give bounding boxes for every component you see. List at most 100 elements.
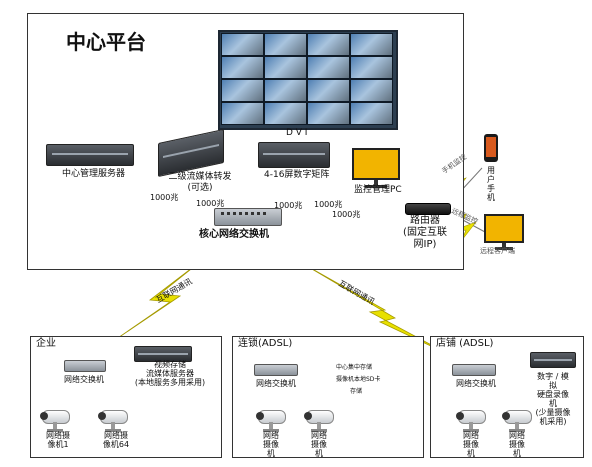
shop-camera-1-label-2: 摄像 — [463, 440, 479, 449]
enterprise-switch-label: 网络交换机 — [64, 375, 104, 384]
chain-storage-label-2: 摄像机本地SD卡 — [336, 376, 381, 383]
shop-camera-1-label-3: 机 — [467, 449, 475, 458]
center-platform-title: 中心平台 — [66, 30, 146, 54]
user-phone-label-4: 机 — [487, 193, 495, 202]
chain-box — [232, 336, 424, 458]
enterprise-camera-64-label-1: 网络摄 — [104, 431, 128, 440]
router-icon — [405, 203, 451, 215]
link-label-1: 1000兆 — [150, 193, 179, 202]
chain-storage-label-3: 存储 — [350, 388, 363, 395]
matrix-label: 4-16屏数字矩阵 — [264, 170, 330, 180]
core-switch-icon — [214, 208, 282, 226]
shop-switch-label: 网络交换机 — [456, 379, 496, 388]
wall-tile — [221, 33, 264, 56]
monitor-pc-neck — [373, 180, 379, 185]
enterprise-camera-64-label-2: 像机64 — [102, 440, 130, 449]
router-label: 路由器 (固定互联 网IP) — [392, 215, 458, 251]
chain-switch-label: 网络交换机 — [256, 379, 296, 388]
enterprise-camera-1-label: 网络摄 像机1 — [38, 431, 78, 449]
enterprise-camera-1-label-1: 网络摄 — [46, 431, 70, 440]
enterprise-storage-label-1: 视频存储 — [154, 360, 186, 369]
wall-tile — [350, 56, 393, 79]
enterprise-storage-label-3: (本地服务多用采用) — [134, 378, 206, 387]
enterprise-camera-1-label-2: 像机1 — [47, 440, 69, 449]
media-server-label: 二级流媒体转发 (可选) — [150, 172, 250, 194]
mgmt-server-icon — [46, 144, 134, 166]
user-phone-icon — [484, 134, 498, 162]
wall-tile — [350, 33, 393, 56]
shop-title: 店铺 (ADSL) — [436, 338, 494, 349]
user-phone-label-2: 户 — [487, 175, 495, 184]
chain-camera-2-label-2: 摄像 — [311, 440, 327, 449]
media-server-label-1: 二级流媒体转发 — [168, 172, 232, 182]
enterprise-storage-label: 视频存储 流媒体服务器 (本地服务多用采用) — [132, 360, 208, 387]
wall-tile — [221, 79, 264, 102]
wall-tile — [221, 56, 264, 79]
enterprise-switch-icon — [64, 360, 106, 372]
chain-storage-label: 中心集中存储 摄像机本地SD卡 存储 — [336, 362, 380, 398]
shop-switch-icon — [452, 364, 496, 376]
chain-camera-1-label: 网络 摄像 机 — [254, 431, 288, 458]
video-wall — [218, 30, 398, 130]
enterprise-title: 企业 — [36, 338, 56, 349]
wall-tile — [221, 102, 264, 125]
router-label-2: (固定互联 — [403, 227, 447, 238]
shop-dvr-label-1: 数字 / 模 — [537, 372, 569, 381]
media-server-label-2: (可选) — [187, 183, 213, 193]
wall-tile — [264, 79, 307, 102]
monitor-pc-foot — [365, 184, 387, 188]
enterprise-storage-label-2: 流媒体服务器 — [146, 369, 194, 378]
dvi-label: D V I — [286, 128, 308, 138]
router-label-3: 网IP) — [413, 239, 437, 250]
shop-dvr-label-2: 拟 — [549, 381, 557, 390]
shop-camera-2-label-1: 网络 — [509, 431, 525, 440]
shop-dvr-label: 数字 / 模 拟 硬盘录像 机 (少量摄像 机采用) — [526, 372, 580, 426]
link-label-3: 1000兆 — [274, 201, 303, 210]
remote-client-label: 远程客户端 — [480, 247, 515, 255]
wall-tile — [264, 33, 307, 56]
remote-client-neck — [502, 242, 506, 248]
link-label-5: 1000兆 — [332, 210, 361, 219]
chain-camera-1-label-2: 摄像 — [263, 440, 279, 449]
wall-tile — [264, 56, 307, 79]
chain-camera-1-label-3: 机 — [267, 449, 275, 458]
chain-camera-2-label-3: 机 — [315, 449, 323, 458]
remote-client-foot — [495, 247, 513, 250]
chain-title: 连锁(ADSL) — [238, 338, 293, 349]
mgmt-server-label: 中心管理服务器 — [62, 169, 126, 179]
shop-camera-2-label-3: 机 — [513, 449, 521, 458]
user-phone-label: 用 户 手 机 — [484, 166, 498, 202]
wall-tile — [307, 79, 350, 102]
core-switch-label: 核心网络交换机 — [199, 229, 269, 240]
shop-camera-2-label: 网络 摄像 机 — [500, 431, 534, 458]
remote-client-screen — [484, 214, 524, 243]
chain-camera-2-label-1: 网络 — [311, 431, 327, 440]
router-label-1: 路由器 — [410, 215, 440, 226]
wall-tile — [350, 79, 393, 102]
chain-switch-icon — [254, 364, 298, 376]
shop-dvr-label-3: 硬盘录像 — [537, 390, 569, 399]
remote-client-monitor-icon — [484, 214, 524, 250]
wall-tile — [307, 56, 350, 79]
link-label-4: 1000兆 — [314, 200, 343, 209]
wall-tile — [264, 102, 307, 125]
wall-tile — [307, 33, 350, 56]
user-phone-label-1: 用 — [487, 166, 495, 175]
wall-tile — [307, 102, 350, 125]
shop-dvr-icon — [530, 352, 576, 368]
wall-tile — [350, 102, 393, 125]
shop-dvr-label-5: (少量摄像 — [535, 408, 571, 417]
shop-dvr-label-6: 机采用) — [539, 417, 567, 426]
enterprise-storage-icon — [134, 346, 192, 362]
user-phone-label-3: 手 — [487, 184, 495, 193]
enterprise-camera-64-label: 网络摄 像机64 — [96, 431, 136, 449]
shop-camera-2-label-2: 摄像 — [509, 440, 525, 449]
monitor-pc-label: 监控管理PC — [354, 185, 402, 195]
chain-camera-1-label-1: 网络 — [263, 431, 279, 440]
matrix-icon — [258, 142, 330, 168]
monitor-pc-screen — [352, 148, 400, 180]
shop-camera-1-label-1: 网络 — [463, 431, 479, 440]
link-label-2: 1000兆 — [196, 199, 225, 208]
shop-dvr-label-4: 机 — [549, 399, 557, 408]
chain-storage-label-1: 中心集中存储 — [336, 364, 373, 371]
